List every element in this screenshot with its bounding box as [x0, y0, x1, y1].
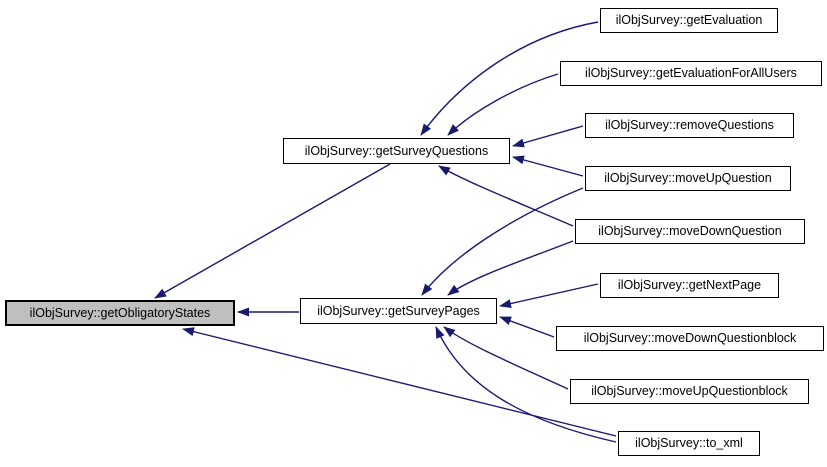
node-moveUpQuestion[interactable]: ilObjSurvey::moveUpQuestion [585, 166, 791, 191]
edge-getEvaluationForAllUsers-to-getSurveyQuestions [447, 73, 559, 136]
edge-getNextPage-to-getSurveyPages [499, 283, 599, 308]
edge-removeQuestions-to-getSurveyQuestions [512, 125, 584, 148]
edge-moveDownQuestionblock-to-getSurveyPages [499, 316, 555, 338]
node-removeQuestions[interactable]: ilObjSurvey::removeQuestions [585, 113, 794, 138]
node-getEvaluation[interactable]: ilObjSurvey::getEvaluation [600, 8, 778, 33]
edge-moveUpQuestion-to-getSurveyQuestions [512, 155, 584, 177]
node-to_xml[interactable]: ilObjSurvey::to_xml [618, 431, 760, 456]
node-getEvaluationForAllUsers[interactable]: ilObjSurvey::getEvaluationForAllUsers [560, 61, 822, 86]
node-moveUpQuestionblock[interactable]: ilObjSurvey::moveUpQuestionblock [570, 379, 809, 404]
node-moveDownQuestion[interactable]: ilObjSurvey::moveDownQuestion [575, 219, 805, 244]
edge-moveDownQuestion-to-getSurveyQuestions [438, 165, 574, 227]
node-getNextPage[interactable]: ilObjSurvey::getNextPage [600, 273, 779, 298]
node-moveDownQuestionblock[interactable]: ilObjSurvey::moveDownQuestionblock [556, 326, 824, 351]
node-getObligatoryStates[interactable]: ilObjSurvey::getObligatoryStates [5, 300, 235, 326]
edge-getSurveyQuestions-to-getObligatoryStates [154, 163, 391, 299]
node-getSurveyQuestions[interactable]: ilObjSurvey::getSurveyQuestions [283, 138, 510, 164]
edge-moveUpQuestion-to-getSurveyPages [421, 187, 584, 296]
edge-to_xml-to-getObligatoryStates [182, 327, 617, 437]
node-getSurveyPages[interactable]: ilObjSurvey::getSurveyPages [300, 298, 497, 324]
edge-moveDownQuestion-to-getSurveyPages [447, 240, 574, 296]
edge-moveUpQuestionblock-to-getSurveyPages [443, 326, 569, 390]
